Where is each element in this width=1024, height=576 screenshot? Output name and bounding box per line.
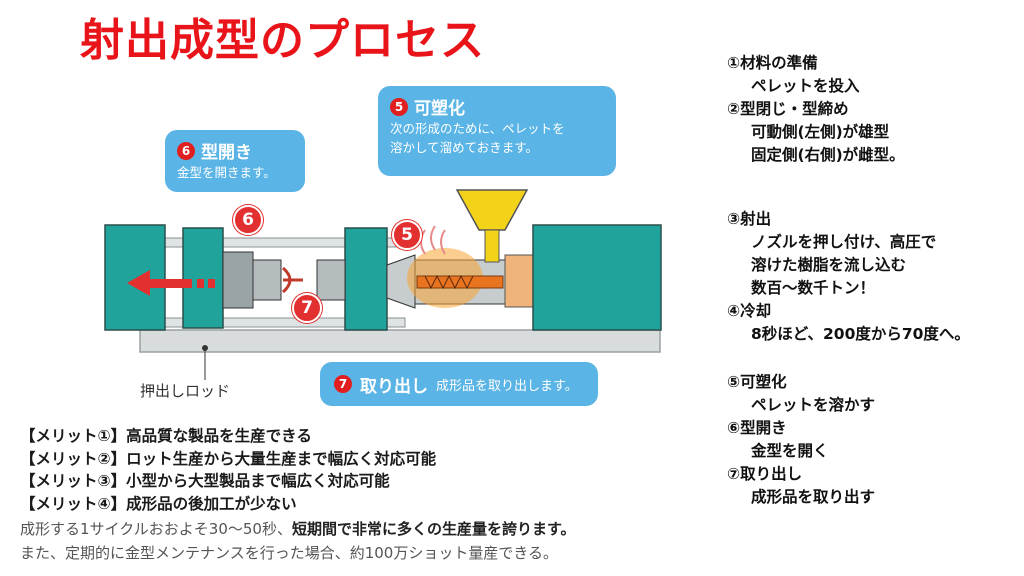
footer-line-1-bold: 短期間で非常に多くの生産量を誇ります。 <box>291 520 576 538</box>
callout-body-line2: 溶かして溜めておきます。 <box>390 140 539 155</box>
step-2-detail-2: 固定側(右側)が雌型。 <box>751 146 905 164</box>
page-title: 射出成型のプロセス <box>80 15 485 66</box>
steps-group-1: ①材料の準備 ペレットを投入 ②型閉じ・型締め 可動側(左側)が雄型 固定側(右… <box>727 52 905 167</box>
merit-item: 【メリット③】小型から大型製品まで幅広く対応可能 <box>20 472 390 490</box>
step-6-title: ⑥型開き <box>727 419 787 437</box>
step-4-title: ④冷却 <box>727 302 772 320</box>
ejector-rod-label: 押出しロッド <box>140 382 231 400</box>
step-1-title: ①材料の準備 <box>727 54 818 72</box>
marker-5: 5 <box>392 220 422 250</box>
steps-group-2: ③射出 ノズルを押し付け、高圧で 溶けた樹脂を流し込む 数百～数千トン！ ④冷却… <box>727 208 970 346</box>
callout-number: 7 <box>334 375 352 393</box>
callout-take-out: 7 取り出し 成形品を取り出します。 <box>320 362 598 406</box>
step-5-detail: ペレットを溶かす <box>751 396 876 414</box>
merit-item: 【メリット①】高品質な製品を生産できる <box>20 427 312 445</box>
step-3-detail-2: 溶けた樹脂を流し込む <box>751 256 907 274</box>
step-3-detail-3: 数百～数千トン！ <box>751 279 876 297</box>
steps-group-3: ⑤可塑化 ペレットを溶かす ⑥型開き 金型を開く ⑦取り出し 成形品を取り出す <box>727 371 875 509</box>
step-2-detail-1: 可動側(左側)が雄型 <box>751 123 890 141</box>
callout-mold-open: 6 型開き 金型を開きます。 <box>165 130 305 192</box>
step-7-title: ⑦取り出し <box>727 465 803 483</box>
callout-body: 成形品を取り出します。 <box>436 378 578 394</box>
step-3-title: ③射出 <box>727 210 772 228</box>
callout-number: 6 <box>177 141 195 160</box>
callout-heading: 取り出し <box>360 376 428 397</box>
step-2-title: ②型閉じ・型締め <box>727 100 849 118</box>
marker-6: 6 <box>233 205 263 235</box>
callout-body-line1: 次の形成のために、ペレットを <box>390 121 565 136</box>
merits-list: 【メリット①】高品質な製品を生産できる 【メリット②】ロット生産から大量生産まで… <box>20 425 436 515</box>
marker-7: 7 <box>292 293 322 323</box>
merit-item: 【メリット②】ロット生産から大量生産まで幅広く対応可能 <box>20 449 437 468</box>
step-1-detail: ペレットを投入 <box>751 77 860 95</box>
footer-line-1: 成形する1サイクルおおよそ30～50秒、短期間で非常に多くの生産量を誇ります。 <box>20 518 576 539</box>
step-4-detail: 8秒ほど、200度から70度へ。 <box>751 325 970 343</box>
step-6-detail: 金型を開く <box>751 442 829 460</box>
footer-line-2: また、定期的に金型メンテナンスを行った場合、約100万ショット量産できる。 <box>20 544 559 562</box>
callout-heading: 型開き <box>201 143 252 163</box>
step-7-detail: 成形品を取り出す <box>751 488 876 506</box>
callout-heading: 可塑化 <box>414 99 465 119</box>
footer-line-1-plain: 成形する1サイクルおおよそ30～50秒、 <box>20 520 292 538</box>
callout-body: 金型を開きます。 <box>177 165 276 180</box>
injection-molding-machine-illustration <box>104 189 662 380</box>
callout-plasticize: 5 可塑化 次の形成のために、ペレットを 溶かして溜めておきます。 <box>378 86 616 176</box>
merit-item: 【メリット④】成形品の後加工が少ない <box>20 494 297 513</box>
step-5-title: ⑤可塑化 <box>727 373 787 391</box>
step-3-detail-1: ノズルを押し付け、高圧で <box>751 233 937 251</box>
callout-number: 5 <box>390 97 408 116</box>
